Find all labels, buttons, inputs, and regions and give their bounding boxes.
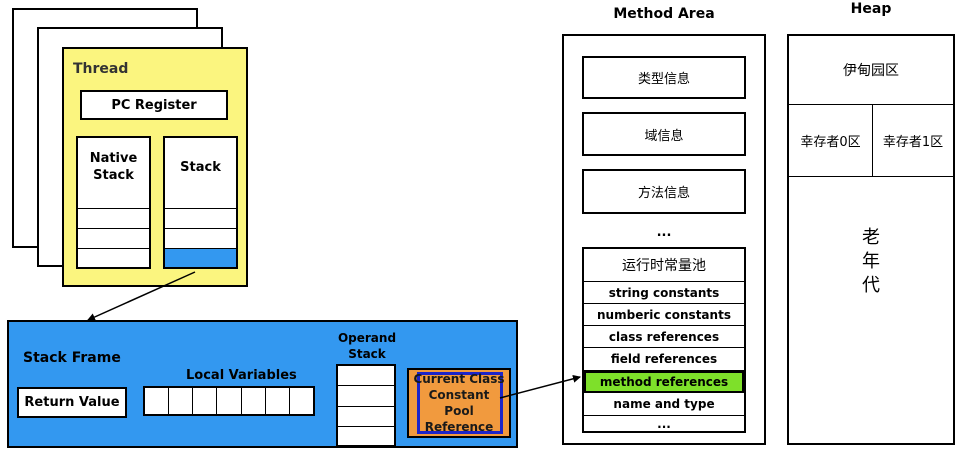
constant-pool-reference-highlight xyxy=(417,372,503,434)
operand-stack-slot xyxy=(338,406,394,407)
constant-pool-reference-label: Current Class Constant Pool Reference xyxy=(413,372,505,434)
operand-stack-slot xyxy=(338,385,394,386)
operand-stack-column xyxy=(336,364,396,447)
local-variable-slot xyxy=(145,388,170,414)
survivor-1-space: 幸存者1区 xyxy=(873,105,953,177)
method-area-panel: 类型信息 域信息 方法信息 ... 运行时常量池 string constant… xyxy=(562,34,766,445)
runtime-constant-pool: 运行时常量池 string constants numberic constan… xyxy=(582,247,746,433)
pc-register-box: PC Register xyxy=(80,90,228,120)
native-stack-slot xyxy=(78,248,149,249)
native-stack-label: Native Stack xyxy=(89,151,138,183)
stack-frame-panel: Stack Frame Local Variables Operand Stac… xyxy=(7,320,518,448)
pool-item-field-references: field references xyxy=(584,348,744,371)
old-generation-space: 老 年 代 xyxy=(862,227,880,296)
local-variable-slot xyxy=(193,388,218,414)
native-stack-slot xyxy=(78,208,149,209)
pool-item-method-references: method references xyxy=(584,371,744,393)
pool-item-name-and-type: name and type xyxy=(584,393,744,416)
stack-column: Stack xyxy=(163,136,238,269)
pool-item-ellipsis: ... xyxy=(657,416,671,431)
eden-space: 伊甸园区 xyxy=(789,36,953,105)
survivor-0-space: 幸存者0区 xyxy=(789,105,873,177)
stack-slot xyxy=(165,208,236,209)
local-variable-slot xyxy=(242,388,266,414)
method-area-title: Method Area xyxy=(613,6,715,22)
thread-title: Thread xyxy=(73,61,129,77)
local-variables-label: Local Variables xyxy=(186,368,297,383)
stack-label: Stack xyxy=(180,160,221,175)
local-variable-slot xyxy=(290,388,313,414)
runtime-constant-pool-title: 运行时常量池 xyxy=(584,249,744,282)
local-variable-slot xyxy=(217,388,242,414)
field-info-box: 域信息 xyxy=(582,112,746,156)
stack-slot xyxy=(165,228,236,229)
pool-item-string-constants: string constants xyxy=(584,282,744,304)
method-info-box: 方法信息 xyxy=(582,169,746,214)
return-value-box: Return Value xyxy=(17,387,127,418)
pool-item-class-references: class references xyxy=(584,326,744,348)
heap-title: Heap xyxy=(850,1,892,17)
local-variables-array xyxy=(143,386,315,416)
native-stack-column: Native Stack xyxy=(76,136,151,269)
operand-stack-label: Operand Stack xyxy=(337,331,397,361)
operand-stack-slot xyxy=(338,426,394,427)
local-variable-slot xyxy=(266,388,290,414)
stack-current-frame xyxy=(165,248,236,267)
local-variable-slot xyxy=(169,388,194,414)
stack-frame-title: Stack Frame xyxy=(23,350,121,366)
heap-panel: 伊甸园区 幸存者0区 幸存者1区 老 年 代 xyxy=(787,34,955,445)
method-area-ellipsis: ... xyxy=(656,224,672,240)
type-info-box: 类型信息 xyxy=(582,56,746,99)
pool-item-numberic-constants: numberic constants xyxy=(584,304,744,326)
thread-panel: Thread PC Register Native Stack Stack xyxy=(62,47,248,287)
constant-pool-reference-box: Current Class Constant Pool Reference xyxy=(407,368,511,438)
native-stack-slot xyxy=(78,228,149,229)
